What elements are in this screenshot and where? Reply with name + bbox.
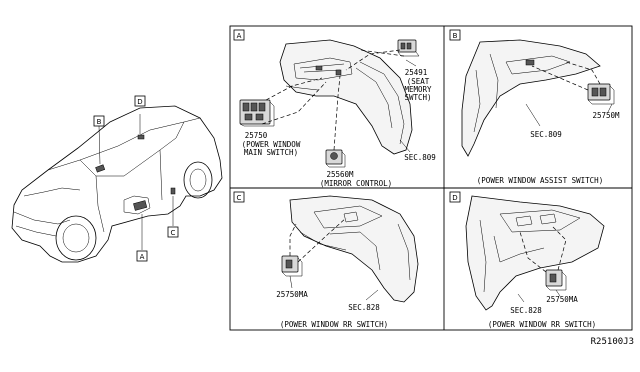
svg-text:C: C <box>171 229 176 237</box>
panel-d: D 25750MA SEC.828 (POWER WINDOW RR SWITC… <box>449 191 605 329</box>
power-window-main-switch <box>239 99 275 127</box>
part-name-seat-2: MEMORY <box>404 85 432 94</box>
panels-frame <box>229 25 633 331</box>
svg-text:A: A <box>140 253 145 261</box>
panel-b: B 25750M SEC.809 (POWER WINDOW ASSIST SW… <box>449 29 620 185</box>
panel-b-letter: B <box>449 29 461 41</box>
part-number-25750ma-c: 25750MA <box>276 290 308 299</box>
section-ref-d: SEC.828 <box>510 306 542 315</box>
part-number-25750m: 25750M <box>592 111 620 120</box>
svg-text:B: B <box>453 32 458 40</box>
svg-text:A: A <box>237 32 242 40</box>
car-callout-a: A <box>136 250 148 262</box>
power-window-rr-switch-left <box>281 255 303 277</box>
panel-a-letter: A <box>233 29 245 41</box>
power-window-rr-switch-right <box>545 269 567 291</box>
rear-door-trim-right <box>465 195 605 311</box>
seat-memory-switch <box>397 39 420 57</box>
svg-text:B: B <box>97 118 102 126</box>
svg-text:C: C <box>237 194 242 202</box>
part-name-mirror: (MIRROR CONTROL) <box>320 179 392 188</box>
callout-b-leader <box>98 125 101 165</box>
panel-d-letter: D <box>449 191 461 203</box>
panel-c: C 25750MA SEC.828 (POWER WINDOW RR SWITC… <box>233 191 419 329</box>
power-window-assist-switch <box>587 83 615 105</box>
part-number-25491: 25491 <box>405 68 428 77</box>
front-door-trim <box>279 39 413 155</box>
caption-d: (POWER WINDOW RR SWITCH) <box>488 320 596 329</box>
part-name-main-2: MAIN SWITCH) <box>244 148 298 157</box>
section-ref-a: SEC.809 <box>404 153 436 162</box>
panel-a: A <box>233 29 436 188</box>
part-name-seat-3: SWTCH) <box>404 93 431 102</box>
part-name-seat-1: (SEAT <box>407 77 430 86</box>
part-name-main-1: (POWER WINDOW <box>242 140 301 149</box>
panel-c-letter: C <box>233 191 245 203</box>
section-ref-c: SEC.828 <box>348 303 380 312</box>
part-number-25560m: 25560M <box>326 170 354 179</box>
passenger-door-trim <box>461 39 601 157</box>
part-number-25750: 25750 <box>245 131 268 140</box>
mirror-control-switch <box>325 149 346 168</box>
svg-text:D: D <box>452 194 457 202</box>
part-number-25750ma-d: 25750MA <box>546 295 578 304</box>
vehicle-overview: D B C A <box>11 95 223 263</box>
car-callout-d: D <box>134 95 146 107</box>
caption-c: (POWER WINDOW RR SWITCH) <box>280 320 388 329</box>
diagram-reference-code: R25100J3 <box>591 337 634 347</box>
car-callout-b: B <box>93 115 105 127</box>
svg-text:D: D <box>137 98 142 106</box>
caption-b: (POWER WINDOW ASSIST SWITCH) <box>477 176 603 185</box>
section-ref-b: SEC.809 <box>530 130 562 139</box>
car-callout-c: C <box>167 226 179 238</box>
rear-door-trim-left <box>289 195 419 303</box>
